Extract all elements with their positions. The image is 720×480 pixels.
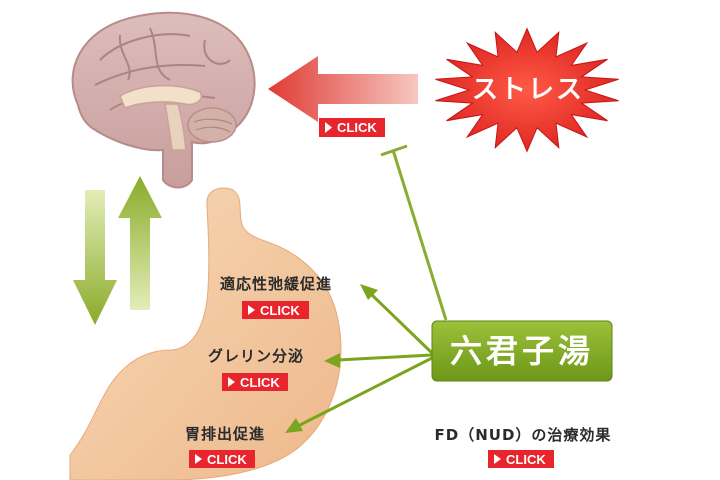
fd-treatment-click-button[interactable]: CLICK bbox=[488, 450, 554, 468]
effect-gastric-emptying: 胃排出促進 bbox=[185, 425, 265, 443]
herbal-effect-arrows bbox=[285, 284, 434, 433]
arrow-stomach-to-brain bbox=[118, 176, 162, 310]
herbal-medicine-box[interactable]: 六君子湯 bbox=[431, 320, 613, 382]
stress-click-label: CLICK bbox=[337, 120, 377, 135]
brain-illustration bbox=[71, 11, 256, 189]
arrow-stress-to-brain bbox=[268, 56, 418, 122]
inhibition-line bbox=[380, 144, 448, 321]
click-label: CLICK bbox=[207, 452, 247, 467]
stress-click-button[interactable]: CLICK bbox=[319, 118, 385, 137]
stress-starburst[interactable]: ストレス bbox=[435, 27, 619, 153]
arrow-brain-to-stomach bbox=[73, 190, 117, 325]
fd-treatment-effect: FD（NUD）の治療効果 bbox=[435, 426, 612, 444]
effect-adaptive-relaxation-click-button[interactable]: CLICK bbox=[242, 301, 309, 319]
effect-ghrelin-secretion-click-button[interactable]: CLICK bbox=[222, 373, 288, 391]
click-label: CLICK bbox=[506, 452, 546, 467]
effect-adaptive-relaxation-label: 適応性弛緩促進 bbox=[220, 275, 332, 293]
effect-adaptive-relaxation: 適応性弛緩促進 bbox=[220, 275, 332, 293]
click-label: CLICK bbox=[260, 303, 300, 318]
effect-gastric-emptying-label: 胃排出促進 bbox=[185, 425, 265, 443]
click-label: CLICK bbox=[240, 375, 280, 390]
fd-treatment-label: FD（NUD）の治療効果 bbox=[435, 426, 612, 444]
effect-ghrelin-secretion-label: グレリン分泌 bbox=[208, 347, 304, 365]
effect-gastric-emptying-click-button[interactable]: CLICK bbox=[189, 450, 255, 468]
effect-ghrelin-secretion: グレリン分泌 bbox=[208, 347, 304, 365]
herbal-label: 六君子湯 bbox=[450, 332, 594, 370]
stress-label: ストレス bbox=[472, 75, 584, 105]
stomach-illustration bbox=[69, 187, 342, 480]
